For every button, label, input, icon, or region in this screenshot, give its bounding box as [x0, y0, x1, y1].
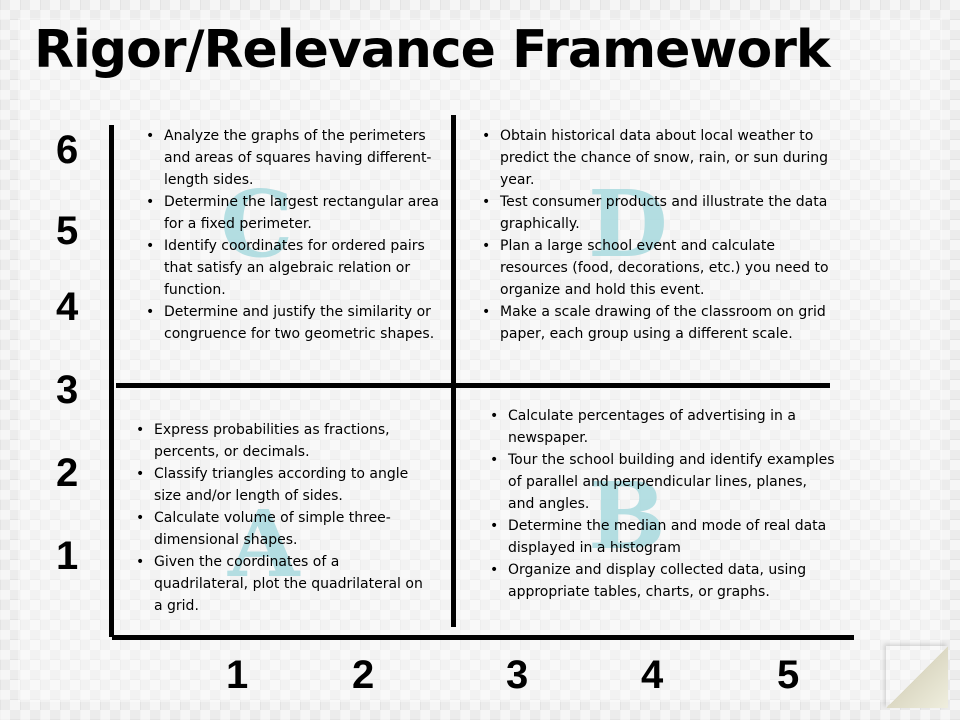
x-axis-label-5: 5	[777, 653, 800, 697]
x-axis-label-2: 2	[352, 653, 375, 697]
x-axis-label-4: 4	[641, 653, 664, 697]
y-axis-label-5: 5	[56, 209, 79, 253]
x-axis-label-3: 3	[506, 653, 529, 697]
list-item: Given the coordinates of a quadrilateral…	[130, 551, 430, 617]
y-axis-label-4: 4	[56, 285, 79, 329]
y-axis-line	[109, 125, 114, 637]
list-item: Test consumer products and illustrate th…	[476, 191, 832, 235]
list-item: Plan a large school event and calculate …	[476, 235, 832, 301]
list-item: Identify coordinates for ordered pairs t…	[140, 235, 440, 301]
quadrant-c-list: Analyze the graphs of the perimeters and…	[140, 125, 440, 345]
x-axis-line	[112, 635, 854, 640]
list-item: Determine and justify the similarity or …	[140, 301, 440, 345]
y-axis-label-1: 1	[56, 534, 79, 578]
y-axis-label-2: 2	[56, 451, 79, 495]
list-item: Express probabilities as fractions, perc…	[130, 419, 430, 463]
page-title: Rigor/Relevance Framework	[34, 20, 830, 80]
y-axis-label-6: 6	[56, 128, 79, 172]
list-item: Determine the median and mode of real da…	[484, 515, 836, 559]
list-item: Calculate volume of simple three-dimensi…	[130, 507, 430, 551]
quadrant-a-list: Express probabilities as fractions, perc…	[130, 419, 430, 617]
list-item: Analyze the graphs of the perimeters and…	[140, 125, 440, 191]
list-item: Classify triangles according to angle si…	[130, 463, 430, 507]
list-item: Obtain historical data about local weath…	[476, 125, 832, 191]
list-item: Make a scale drawing of the classroom on…	[476, 301, 832, 345]
quadrant-b-list: Calculate percentages of advertising in …	[484, 405, 836, 603]
page-curl-decoration	[886, 646, 948, 708]
vertical-divider	[451, 115, 456, 627]
x-axis-label-1: 1	[226, 653, 249, 697]
y-axis-label-3: 3	[56, 368, 79, 412]
list-item: Organize and display collected data, usi…	[484, 559, 836, 603]
list-item: Calculate percentages of advertising in …	[484, 405, 836, 449]
list-item: Tour the school building and identify ex…	[484, 449, 836, 515]
horizontal-divider	[116, 383, 830, 388]
list-item: Determine the largest rectangular area f…	[140, 191, 440, 235]
quadrant-d-list: Obtain historical data about local weath…	[476, 125, 832, 345]
